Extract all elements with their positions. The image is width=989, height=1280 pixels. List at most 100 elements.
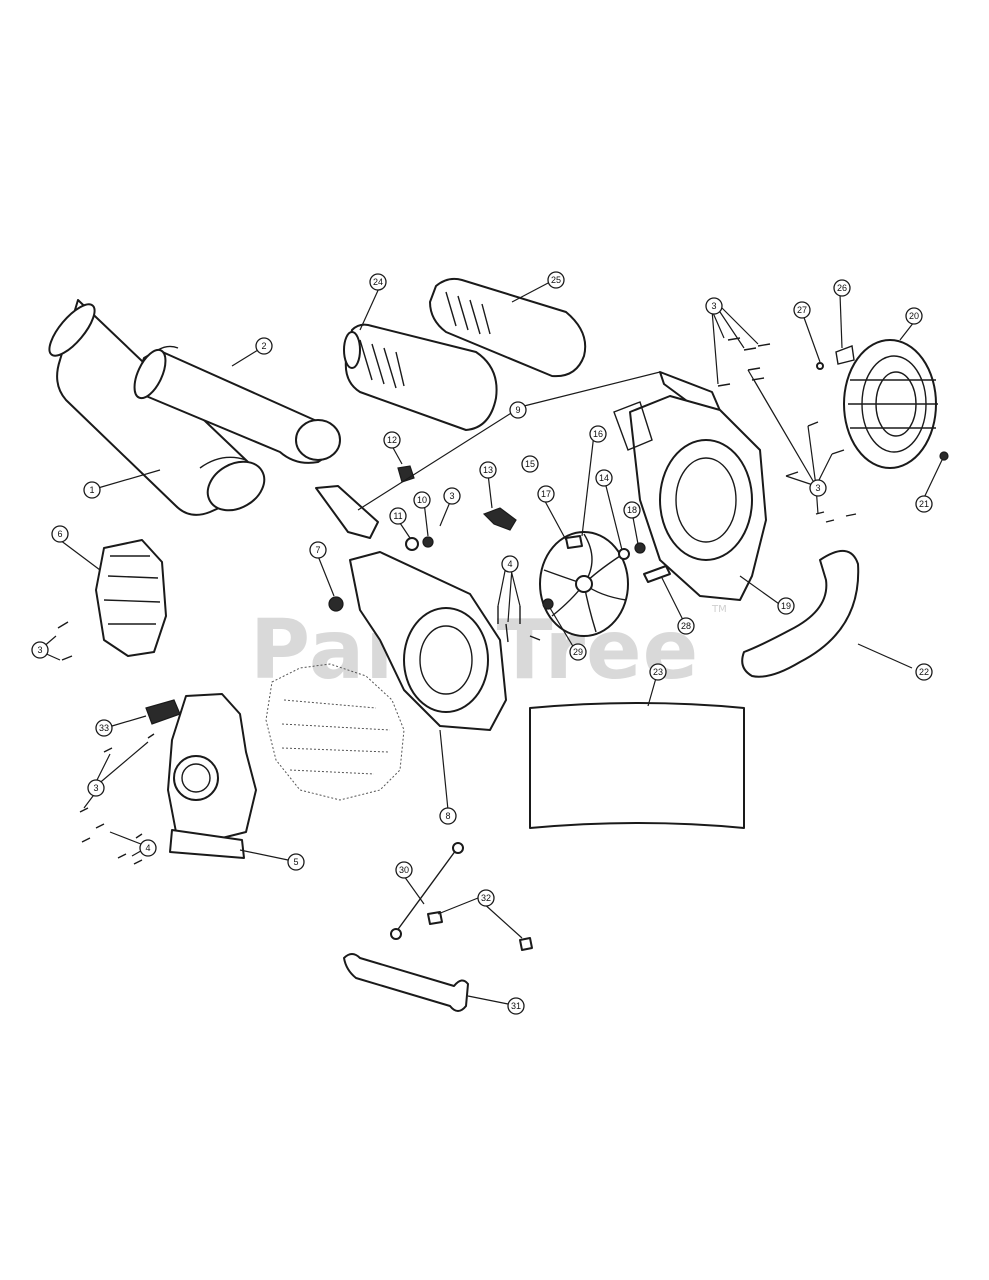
part-33-filter: [145, 699, 181, 725]
svg-text:7: 7: [315, 545, 320, 555]
svg-text:11: 11: [393, 511, 402, 521]
part-2-tube: [133, 345, 341, 464]
svg-text:3: 3: [449, 491, 454, 501]
hardware-screws: [57, 337, 857, 865]
callout-24[interactable]: 24: [369, 273, 387, 291]
part-32-connector-b: [519, 937, 533, 951]
svg-text:31: 31: [511, 1001, 521, 1011]
svg-text:15: 15: [525, 459, 535, 469]
part-22-hose: [741, 550, 860, 678]
svg-text:20: 20: [909, 311, 919, 321]
part-8-fan-housing: [349, 551, 507, 731]
watermark-trademark: TM: [711, 604, 727, 615]
svg-text:2: 2: [261, 341, 266, 351]
svg-text:16: 16: [593, 429, 603, 439]
callout-8[interactable]: 8: [439, 807, 457, 825]
callout-3-right[interactable]: 3: [809, 479, 827, 497]
callout-20[interactable]: 20: [905, 307, 923, 325]
part-13-trigger: [482, 507, 517, 531]
callout-22[interactable]: 22: [915, 663, 933, 681]
callout-11[interactable]: 11: [389, 507, 407, 525]
callout-4-lower-left[interactable]: 4: [139, 839, 157, 857]
svg-text:12: 12: [387, 435, 397, 445]
callout-6[interactable]: 6: [51, 525, 69, 543]
part-5-housing: [167, 693, 257, 859]
callout-7[interactable]: 7: [309, 541, 327, 559]
svg-text:24: 24: [373, 277, 383, 287]
part-19-housing-front: [613, 395, 767, 601]
callout-26[interactable]: 26: [833, 279, 851, 297]
part-10-nut: [422, 536, 434, 548]
svg-text:28: 28: [681, 621, 691, 631]
svg-text:25: 25: [551, 275, 561, 285]
part-7-nut: [328, 596, 344, 612]
leader-lines: [41, 281, 943, 1005]
part-1-tube: [48, 299, 266, 516]
callout-14[interactable]: 14: [595, 469, 613, 487]
callout-13[interactable]: 13: [479, 461, 497, 479]
callout-16[interactable]: 16: [589, 425, 607, 443]
svg-text:3: 3: [37, 645, 42, 655]
svg-text:8: 8: [445, 811, 450, 821]
callout-15[interactable]: 15: [521, 455, 539, 473]
part-15-clip: [565, 535, 583, 549]
svg-text:29: 29: [573, 647, 583, 657]
svg-text:3: 3: [93, 783, 98, 793]
part-12-clip: [397, 465, 415, 483]
svg-text:26: 26: [837, 283, 847, 293]
callout-28[interactable]: 28: [677, 617, 695, 635]
svg-text:1: 1: [89, 485, 94, 495]
callout-2[interactable]: 2: [255, 337, 273, 355]
callout-25[interactable]: 25: [547, 271, 565, 289]
callout-27[interactable]: 27: [793, 301, 811, 319]
svg-text:6: 6: [57, 529, 62, 539]
callout-1[interactable]: 1: [83, 481, 101, 499]
callout-3-top-right[interactable]: 3: [705, 297, 723, 315]
svg-text:19: 19: [781, 601, 791, 611]
part-26-bracket: [835, 345, 855, 365]
callout-30[interactable]: 30: [395, 861, 413, 879]
svg-text:32: 32: [481, 893, 491, 903]
callout-3-center[interactable]: 3: [443, 487, 461, 505]
callout-12[interactable]: 12: [383, 431, 401, 449]
part-24-nozzle: [343, 323, 498, 431]
callout-3-left[interactable]: 3: [31, 641, 49, 659]
part-31-rod: [343, 953, 469, 1012]
part-32-connector-a: [427, 911, 443, 925]
callout-3-lower-left[interactable]: 3: [87, 779, 105, 797]
callout-17[interactable]: 17: [537, 485, 555, 503]
part-25-nozzle: [429, 277, 587, 378]
engine-outline: [265, 663, 405, 801]
callout-10[interactable]: 10: [413, 491, 431, 509]
callout-31[interactable]: 31: [507, 997, 525, 1015]
callout-5[interactable]: 5: [287, 853, 305, 871]
part-29-nut: [542, 598, 554, 610]
svg-text:4: 4: [507, 559, 512, 569]
callout-9[interactable]: 9: [509, 401, 527, 419]
part-30-cable: [390, 842, 464, 940]
svg-text:33: 33: [99, 723, 109, 733]
callout-29[interactable]: 29: [569, 643, 587, 661]
svg-text:9: 9: [515, 405, 520, 415]
callout-32[interactable]: 32: [477, 889, 495, 907]
svg-text:27: 27: [797, 305, 807, 315]
part-6-shroud: [95, 539, 167, 657]
svg-text:10: 10: [417, 495, 427, 505]
callout-23[interactable]: 23: [649, 663, 667, 681]
svg-text:18: 18: [627, 505, 637, 515]
callout-21[interactable]: 21: [915, 495, 933, 513]
callout-4-center[interactable]: 4: [501, 555, 519, 573]
part-21-screw: [939, 451, 949, 461]
svg-text:21: 21: [919, 499, 929, 509]
svg-text:30: 30: [399, 865, 409, 875]
part-20-grille: [843, 339, 938, 469]
callout-19[interactable]: 19: [777, 597, 795, 615]
callout-18[interactable]: 18: [623, 501, 641, 519]
part-18-nut: [634, 542, 646, 554]
svg-text:13: 13: [483, 465, 493, 475]
svg-text:14: 14: [599, 473, 609, 483]
part-23-manual: [529, 702, 745, 829]
svg-text:4: 4: [145, 843, 150, 853]
callout-33[interactable]: 33: [95, 719, 113, 737]
